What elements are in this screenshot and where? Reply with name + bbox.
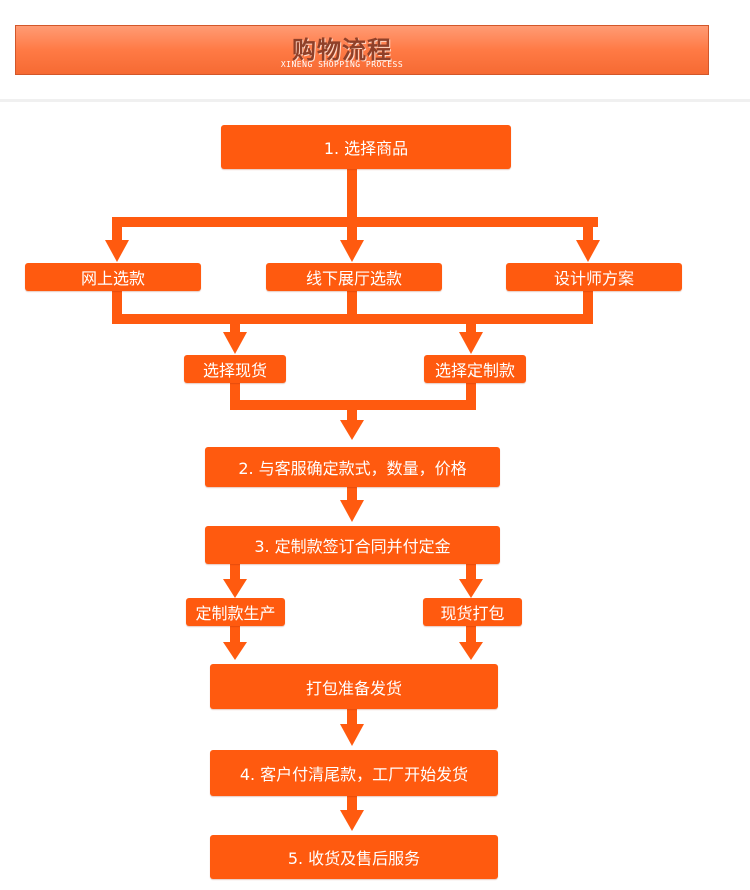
connector-line [347,400,357,422]
connector-line [230,625,240,645]
connector-line [347,217,357,242]
step-custom-production: 定制款生产 [186,598,285,626]
arrow-head [459,579,483,598]
connector-line [112,290,122,323]
arrow-head [459,332,483,354]
divider [0,99,750,102]
connector-line [112,314,593,324]
connector-line [347,795,357,812]
connector-line [583,290,593,323]
connector-line [112,217,122,242]
connector-line [347,290,357,323]
arrow-head [223,642,247,660]
connector-line [230,314,240,334]
step-select-in-stock: 选择现货 [184,355,286,383]
arrow-head [459,642,483,660]
step-after-sales: 5. 收货及售后服务 [210,835,498,879]
arrow-head [576,240,600,262]
step-designer-plan: 设计师方案 [506,263,682,291]
connector-line [466,314,476,334]
connector-line [230,382,240,408]
arrow-head [223,579,247,598]
step-select-custom: 选择定制款 [424,355,526,383]
step-showroom-selection: 线下展厅选款 [266,263,442,291]
arrow-head [105,240,129,262]
connector-line [583,217,593,242]
step-online-selection: 网上选款 [25,263,201,291]
connector-line [347,486,357,502]
arrow-head [340,420,364,440]
step-confirm-with-service: 2. 与客服确定款式，数量，价格 [205,447,500,487]
arrow-head [223,332,247,354]
connector-line [230,563,240,581]
step-sign-contract: 3. 定制款签订合同并付定金 [205,526,500,564]
arrow-head [340,500,364,522]
connector-line [347,168,357,220]
step-select-product: 1. 选择商品 [221,125,511,169]
header-banner: 购物流程 XINENG SHOPPING PROCESS [15,25,709,75]
connector-line [466,563,476,581]
arrow-head [340,724,364,746]
connector-line [466,625,476,645]
arrow-head [340,240,364,262]
step-prepare-shipping: 打包准备发货 [210,664,498,709]
step-stock-packing: 现货打包 [423,598,522,626]
page-subtitle: XINENG SHOPPING PROCESS [280,60,404,69]
arrow-head [340,810,364,831]
page-title: 购物流程 [292,36,392,64]
step-final-payment: 4. 客户付清尾款，工厂开始发货 [210,750,498,796]
connector-line [347,708,357,726]
connector-line [466,382,476,408]
